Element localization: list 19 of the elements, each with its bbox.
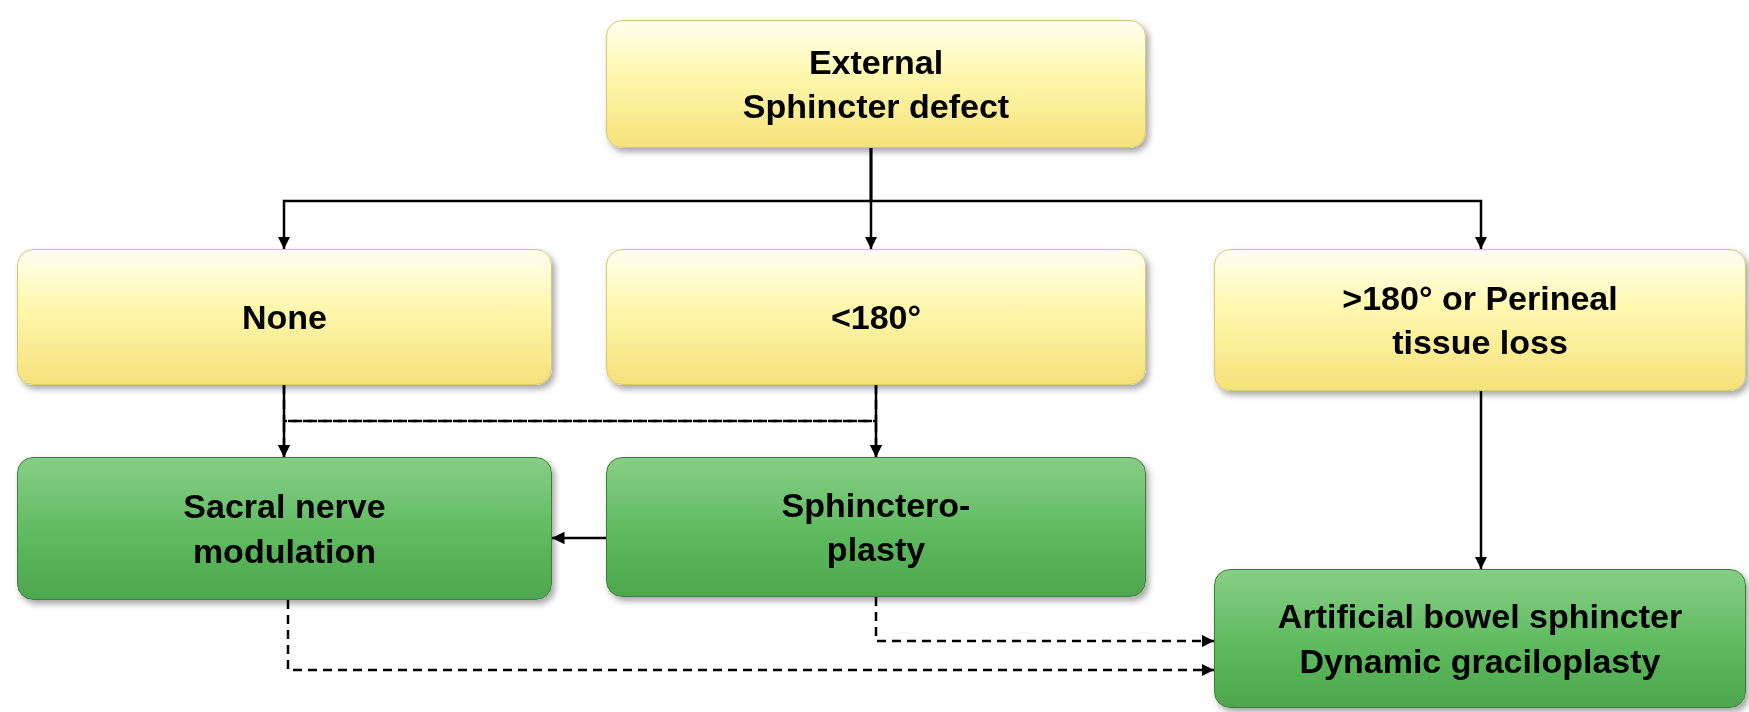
- box-label: External Sphincter defect: [741, 41, 1011, 127]
- arrow: [1474, 391, 1488, 569]
- box-label: Artificial bowel sphincter Dynamic graciloplasty: [1276, 596, 1684, 682]
- condition-box: [606, 249, 1146, 385]
- box-label: <180°: [830, 296, 922, 338]
- treatment-box: [1214, 569, 1746, 708]
- condition-box: [1214, 249, 1746, 391]
- condition-box: [606, 20, 1146, 148]
- treatment-box: [606, 457, 1146, 597]
- box-label: Sacral nerve modulation: [182, 486, 387, 572]
- box-label: None: [242, 296, 327, 338]
- box-label: >180° or Perineal tissue loss: [1341, 277, 1619, 363]
- box-label: Sphinctero- plasty: [780, 484, 972, 570]
- arrow: [552, 531, 606, 545]
- treatment-box: [17, 457, 552, 600]
- dashed-arrow: [874, 597, 1214, 648]
- dashed-arrow: [286, 600, 1214, 677]
- arrow: [869, 148, 1488, 249]
- condition-box: [17, 249, 552, 385]
